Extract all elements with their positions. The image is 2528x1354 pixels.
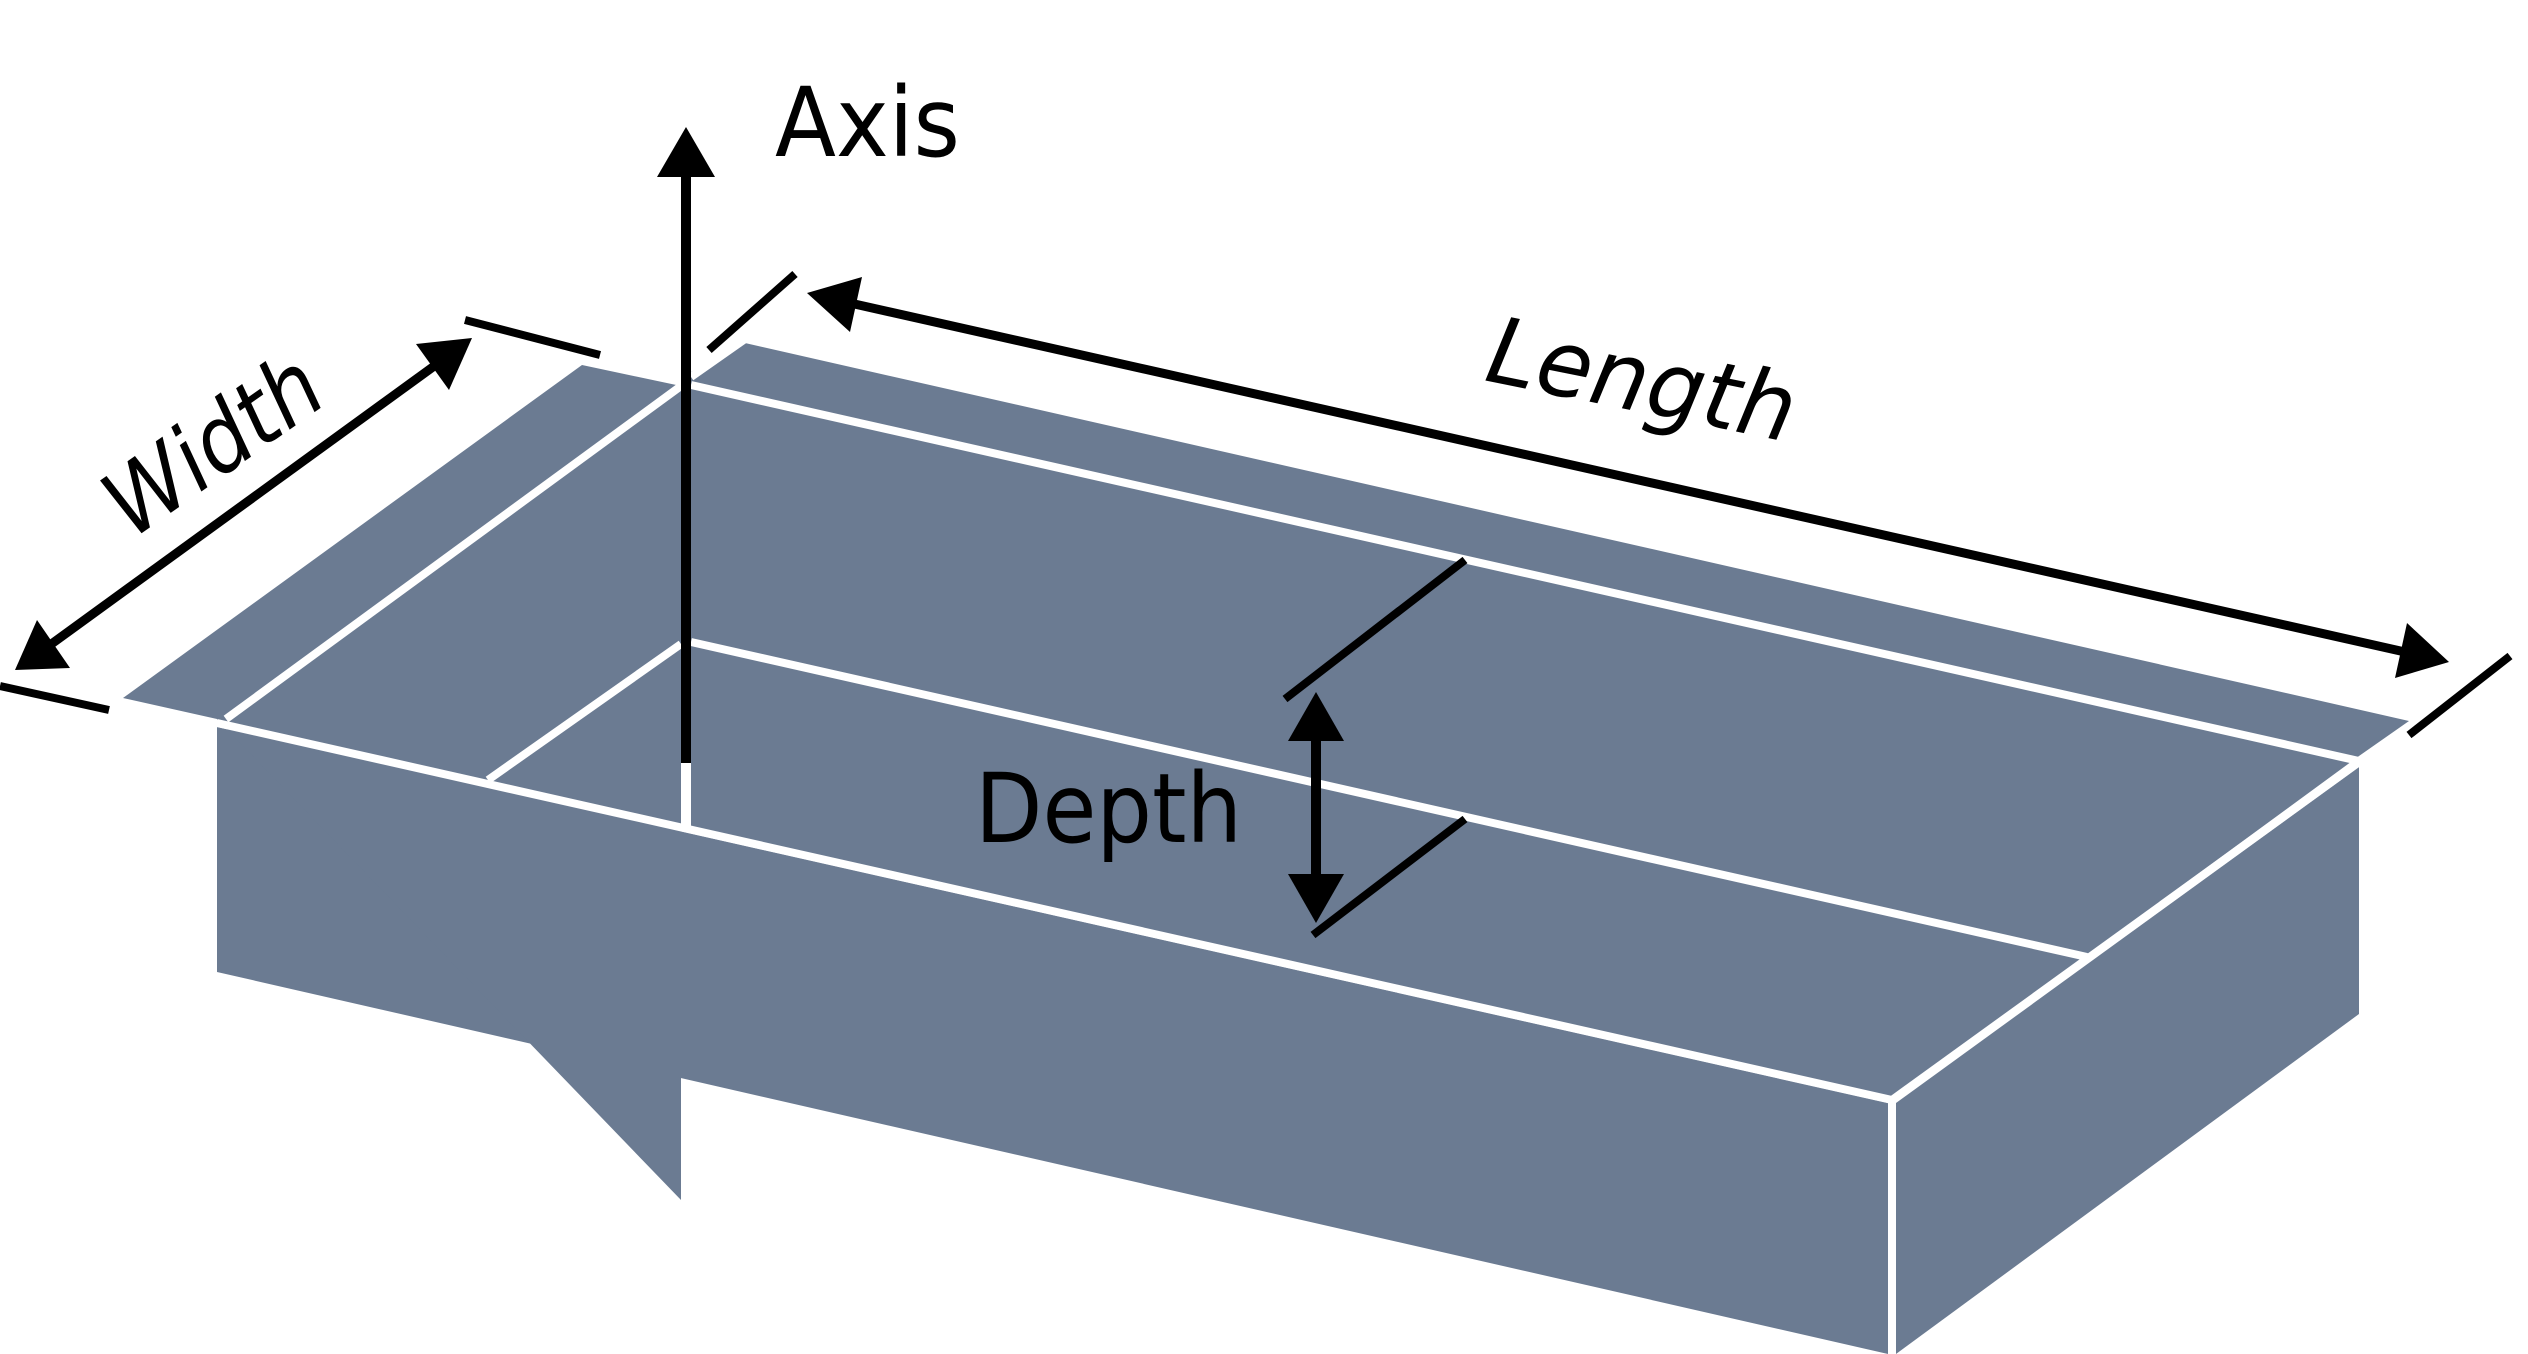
- right-face: [1896, 767, 2359, 1354]
- floor-left-edge: [485, 640, 684, 784]
- edge-highlights: [216, 333, 2365, 1354]
- depth-label: Depth: [975, 753, 1242, 865]
- length-arrow-head-left-icon: [807, 277, 862, 332]
- front-top-edge: [216, 719, 1893, 1104]
- top-face-right: [691, 343, 2409, 1098]
- width-line: [47, 360, 440, 649]
- length-arrow-head-right-icon: [2395, 623, 2449, 678]
- back-rim-inner-edge: [690, 381, 2360, 765]
- floor-back-edge: [690, 638, 2088, 961]
- depth-tick-bottom: [1310, 815, 1468, 939]
- depth-arrow-head-bottom-icon: [1288, 874, 1344, 923]
- width-arrow-head-back-icon: [416, 338, 472, 390]
- depth-arrow-head-top-icon: [1288, 692, 1344, 741]
- depth-tick-top: [1282, 556, 1468, 703]
- right-top-edge: [1889, 756, 2365, 1104]
- width-tick-front: [0, 682, 110, 714]
- back-left-rim-seam: [688, 333, 751, 381]
- depth-annotation: Depth: [975, 556, 1468, 939]
- width-tick-back: [463, 316, 602, 359]
- left-rim-inner-edge: [223, 382, 684, 723]
- axis-label: Axis: [775, 67, 960, 179]
- axis-annotation: Axis: [657, 67, 960, 763]
- length-line: [849, 298, 2406, 657]
- length-tick-back-right: [2406, 652, 2513, 739]
- axis-arrow-head-icon: [657, 127, 715, 177]
- width-arrow-head-front-icon: [15, 620, 70, 670]
- length-label: Length: [1479, 297, 1806, 464]
- length-tick-back-left: [706, 271, 798, 353]
- block-body: [123, 343, 2409, 1354]
- top-face-left: [123, 365, 681, 1200]
